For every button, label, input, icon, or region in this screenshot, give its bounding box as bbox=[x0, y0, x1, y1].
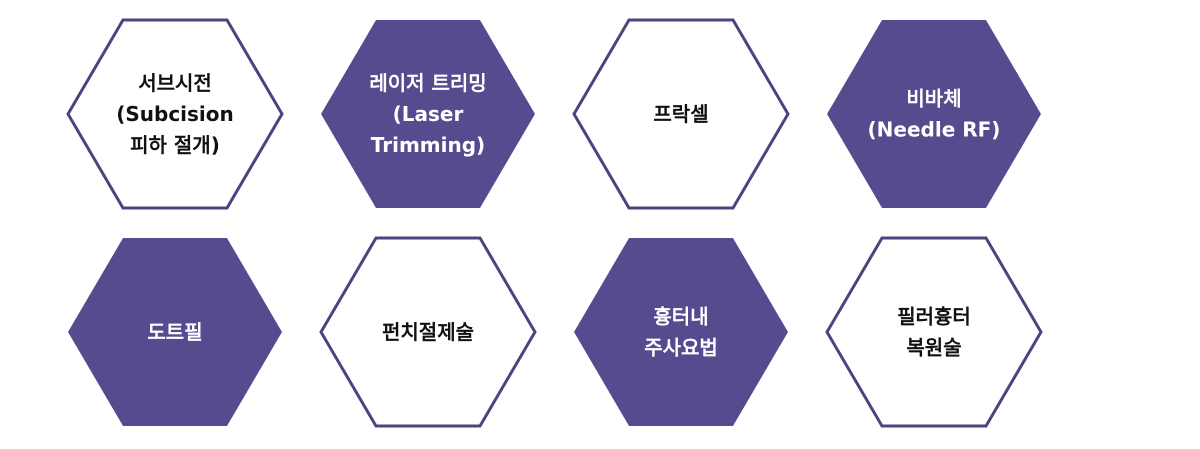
hexagon-shape bbox=[827, 20, 1041, 208]
hexagon-label: 서브시전 bbox=[138, 71, 212, 95]
hexagon-shape bbox=[572, 18, 790, 210]
hexagon-label: 복원술 bbox=[906, 336, 961, 360]
hexagon-label: 도트필 bbox=[147, 320, 202, 344]
hexagon-subcision: 서브시전 (Subcision 피하 절개) bbox=[66, 18, 284, 210]
hexagon-label: 피하 절개) bbox=[130, 133, 220, 157]
hexagon-label: 펀치절제술 bbox=[382, 320, 474, 344]
hexagon-needle-rf: 비바체 (Needle RF) bbox=[827, 20, 1041, 208]
hexagon-shape bbox=[321, 20, 535, 208]
hexagon-label: 필러흉터 bbox=[897, 305, 971, 329]
hexagon-label: 레이저 트리밍 bbox=[369, 71, 486, 95]
hexagon-shape bbox=[574, 238, 788, 426]
hexagon-label: Trimming) bbox=[371, 133, 485, 157]
hexagon-label: (Needle RF) bbox=[868, 118, 1001, 142]
hexagon-label: 주사요법 bbox=[644, 336, 718, 360]
hexagon-fraxel: 프락셀 bbox=[572, 18, 790, 210]
hexagon-label: 흉터내 bbox=[653, 305, 708, 329]
hexagon-label: (Subcision bbox=[116, 102, 234, 126]
hexagon-shape bbox=[825, 236, 1043, 428]
hexagon-shape bbox=[319, 236, 537, 428]
hexagon-label: 프락셀 bbox=[653, 102, 708, 126]
hexagon-label: 비바체 bbox=[906, 87, 961, 111]
hexagon-shape bbox=[66, 18, 284, 210]
hexagon-dot-peel: 도트필 bbox=[68, 238, 282, 426]
hexagon-shape bbox=[68, 238, 282, 426]
hexagon-label: (Laser bbox=[393, 102, 464, 126]
hexagon-punch-excision: 펀치절제술 bbox=[319, 236, 537, 428]
